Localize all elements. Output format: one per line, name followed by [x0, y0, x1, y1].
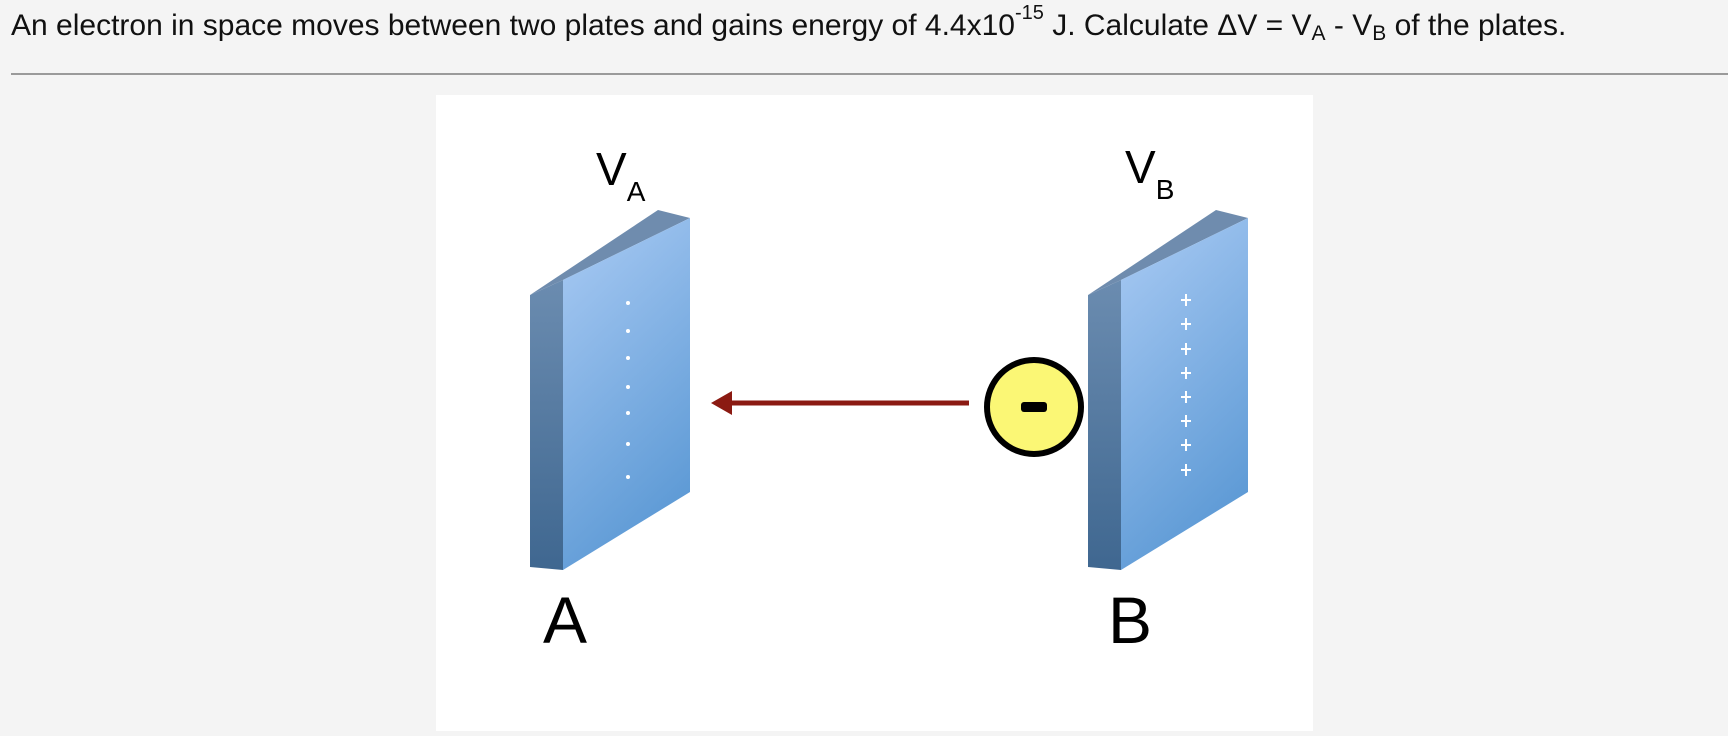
plate-a-face	[563, 218, 690, 570]
divider	[11, 73, 1728, 75]
plate-a-charges	[626, 301, 630, 479]
potential-b-subscript: B	[1156, 174, 1175, 205]
subscript-b: B	[1372, 22, 1387, 45]
question-part-2: J. Calculate ΔV = V	[1043, 9, 1312, 42]
plate-a-side	[530, 280, 563, 570]
question-part-4: of the plates.	[1386, 9, 1567, 42]
plate-b-side	[1088, 280, 1121, 570]
potential-b-label: VB	[1125, 141, 1174, 205]
plate-b-charges	[1181, 294, 1191, 476]
figure-panel: VA VB A B	[436, 95, 1313, 731]
question-text: An electron in space moves between two p…	[11, 3, 1723, 46]
subscript-a: A	[1311, 22, 1326, 45]
question-part-3: - V	[1325, 9, 1373, 42]
plate-a-label: A	[543, 583, 587, 657]
plate-a-top	[530, 210, 690, 295]
plate-b-face	[1121, 218, 1248, 570]
electron	[984, 357, 1084, 457]
potential-a-subscript: A	[627, 176, 646, 207]
plate-b	[1088, 210, 1248, 570]
plate-b-label: B	[1108, 583, 1152, 657]
plate-b-top	[1088, 210, 1248, 295]
electron-minus-sign	[1021, 402, 1047, 412]
exponent: -15	[1014, 2, 1044, 24]
plate-a	[530, 210, 690, 570]
potential-a-label: VA	[596, 143, 646, 207]
plates-diagram: VA VB A B	[530, 141, 1248, 657]
question-part-1: An electron in space moves between two p…	[11, 9, 1015, 42]
motion-arrow	[711, 391, 969, 415]
